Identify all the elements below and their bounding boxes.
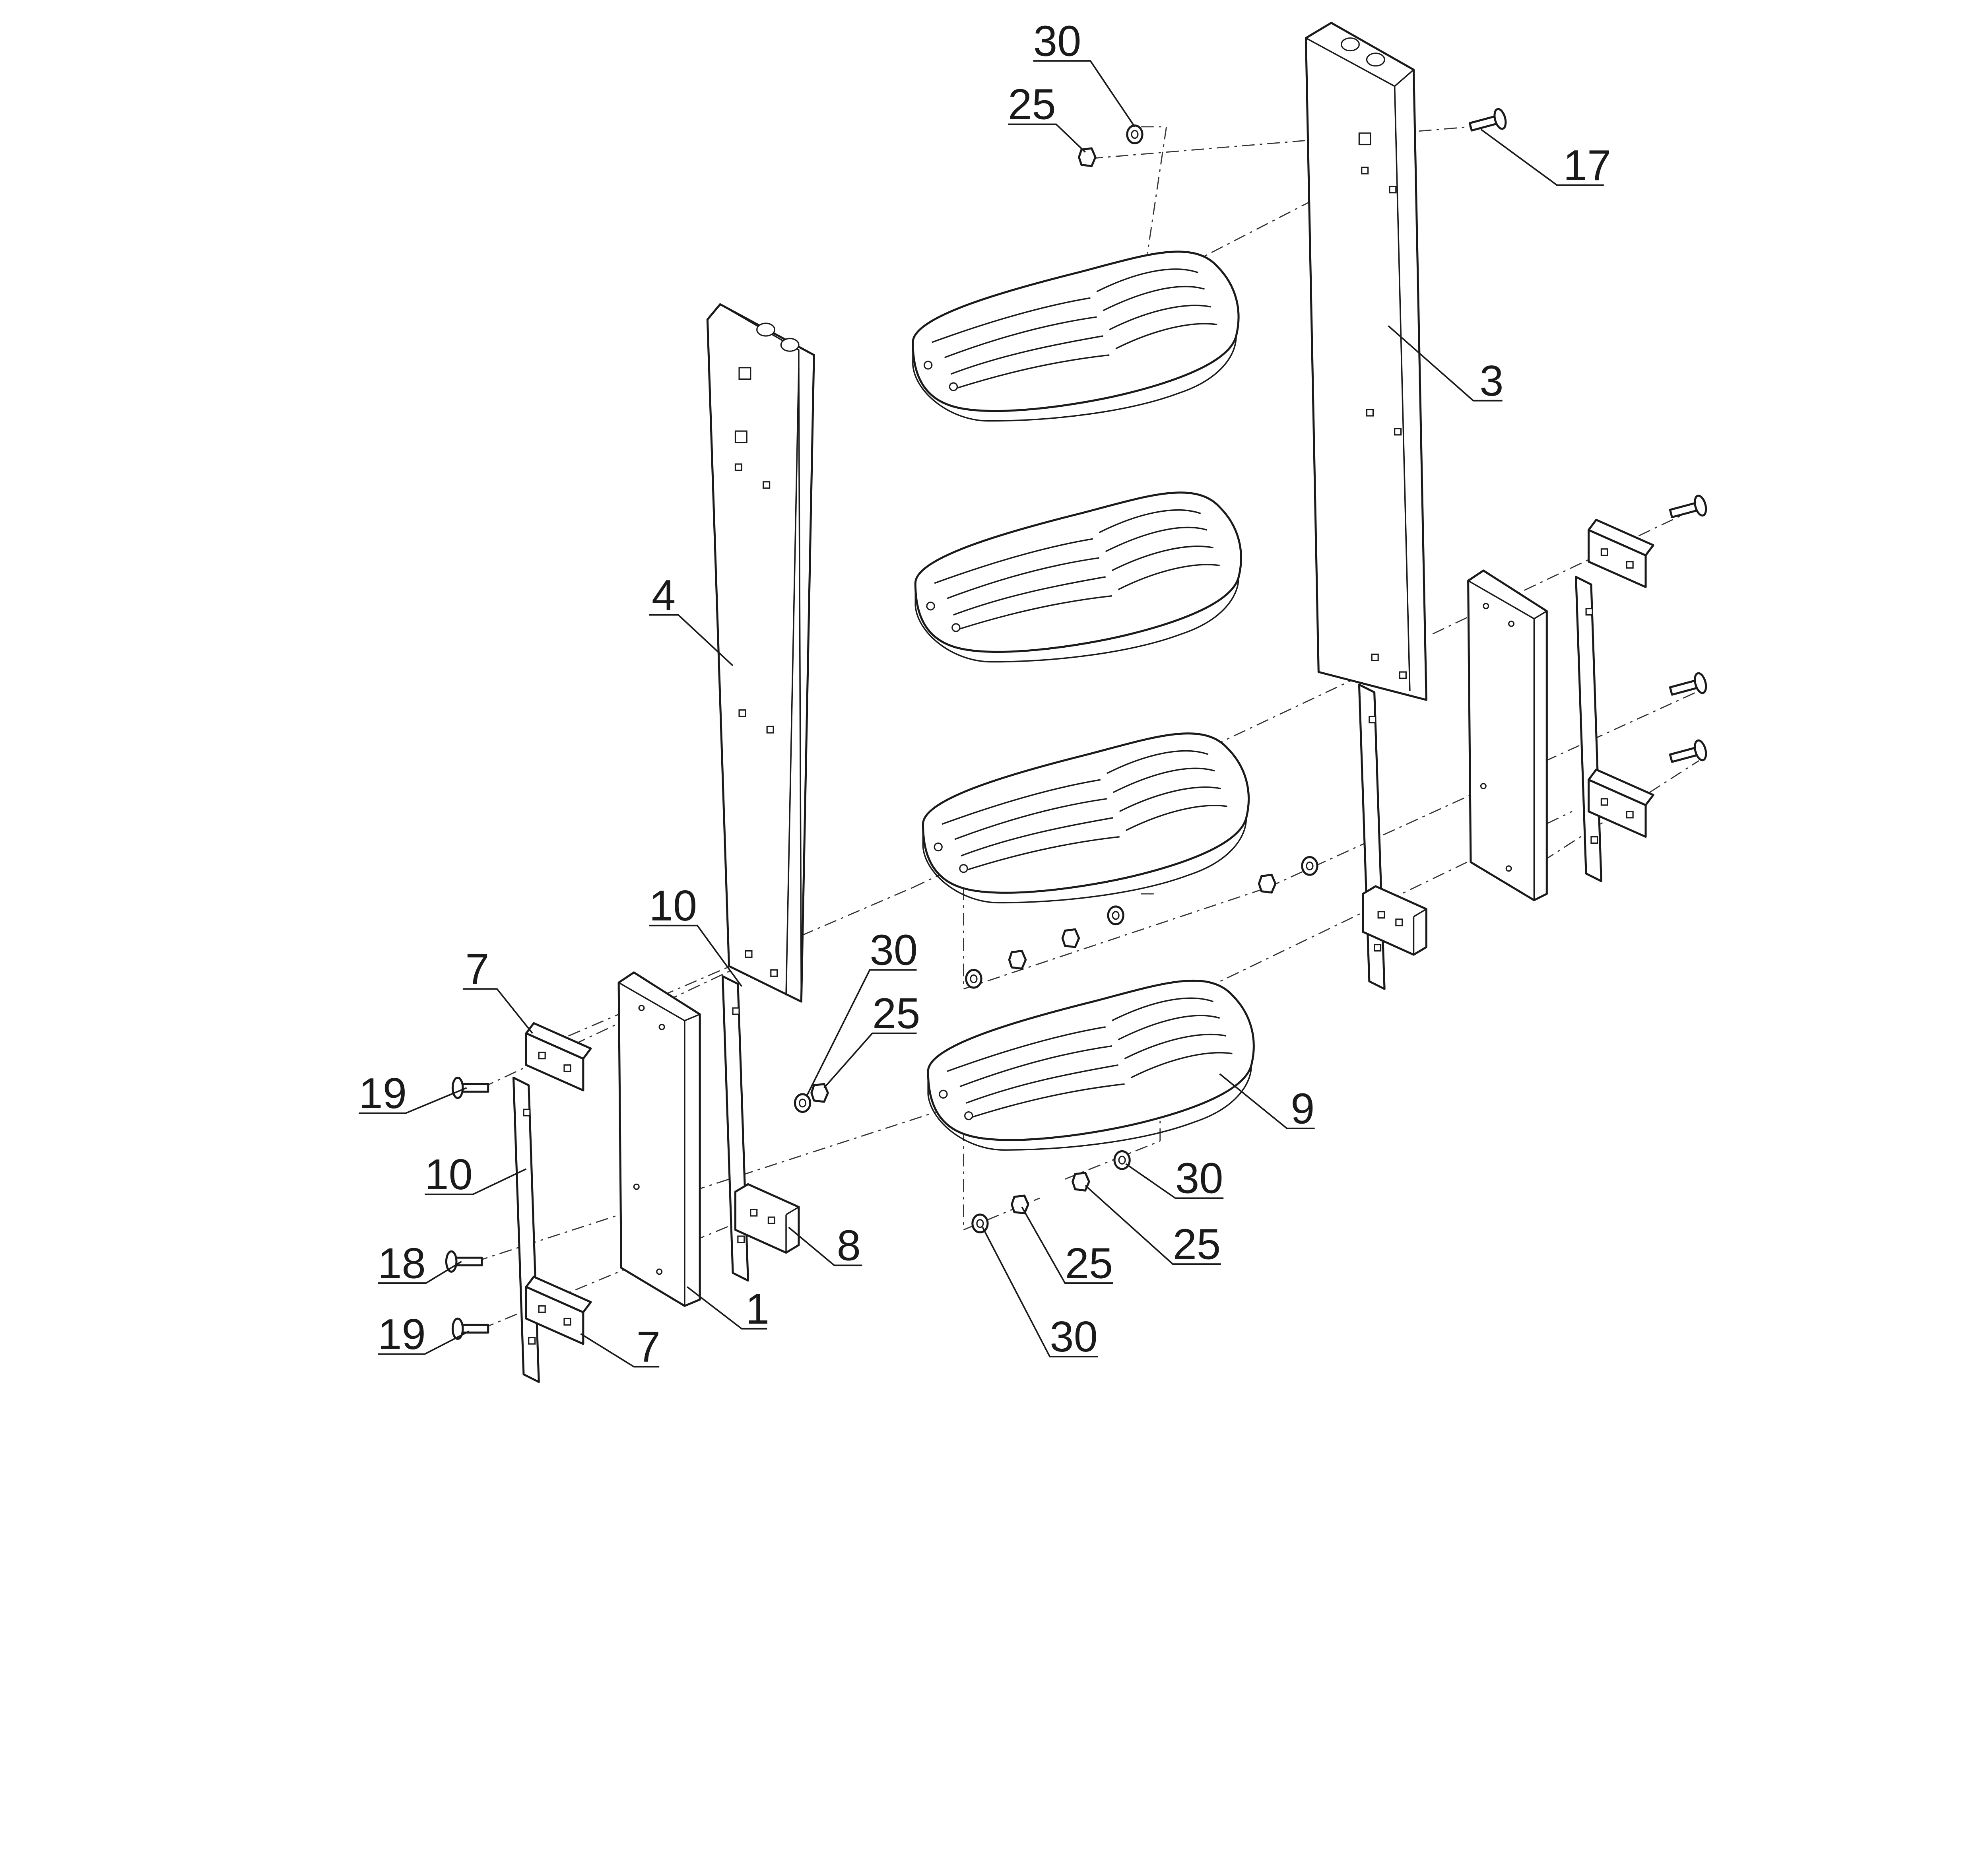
callout-4: 4 bbox=[649, 571, 734, 666]
callout-3: 3 bbox=[1388, 325, 1504, 405]
callout-label: 30 bbox=[1033, 17, 1081, 65]
nut-25 bbox=[1259, 875, 1275, 893]
callout-10-upper: 10 bbox=[649, 881, 742, 987]
nut-25 bbox=[1073, 1173, 1089, 1191]
part-4-left-stringer bbox=[706, 303, 815, 1003]
step-tread-3 bbox=[923, 734, 1248, 903]
callout-25-right: 25 bbox=[1085, 1185, 1221, 1268]
nut-25 bbox=[1079, 148, 1095, 166]
callout-30-right: 30 bbox=[1125, 1154, 1224, 1202]
washer-30 bbox=[1302, 857, 1317, 875]
callout-label: 4 bbox=[652, 571, 676, 619]
callout-25-top: 25 bbox=[1008, 80, 1086, 153]
part-7-bracket-upper bbox=[526, 1023, 591, 1090]
nut-25 bbox=[1009, 951, 1025, 969]
callout-label: 25 bbox=[872, 989, 920, 1037]
callout-label: 18 bbox=[378, 1239, 426, 1287]
callout-label: 19 bbox=[378, 1310, 426, 1358]
washer-30 bbox=[973, 1215, 988, 1233]
callout-label: 30 bbox=[1050, 1312, 1098, 1361]
bolt-right-1 bbox=[1668, 495, 1708, 523]
callout-label: 10 bbox=[649, 881, 697, 930]
nut-25 bbox=[1012, 1196, 1028, 1213]
callout-label: 1 bbox=[746, 1285, 769, 1333]
callout-label: 10 bbox=[425, 1150, 473, 1198]
washer-30 bbox=[795, 1094, 810, 1112]
part-10-strip-right bbox=[1359, 685, 1384, 989]
callout-9: 9 bbox=[1219, 1073, 1315, 1132]
step-tread-2 bbox=[915, 493, 1241, 662]
part-7-bracket-right-upper bbox=[1589, 520, 1654, 587]
callout-label: 30 bbox=[1175, 1154, 1223, 1202]
callout-1: 1 bbox=[687, 1285, 769, 1333]
callout-label: 30 bbox=[870, 926, 918, 974]
callout-label: 3 bbox=[1479, 357, 1503, 405]
callout-7-lower: 7 bbox=[580, 1323, 660, 1371]
callouts: 30 25 17 3 4 10 7 30 25 19 10 18 19 7 1 … bbox=[359, 17, 1611, 1371]
callout-30-mid: 30 bbox=[806, 926, 918, 1097]
callout-7-upper: 7 bbox=[462, 945, 533, 1034]
callout-10-lower: 10 bbox=[425, 1150, 527, 1198]
callout-8: 8 bbox=[788, 1221, 862, 1270]
part-3-right-stringer bbox=[1305, 21, 1427, 701]
callout-label: 19 bbox=[359, 1069, 407, 1117]
part-10-strip-lower bbox=[513, 1078, 539, 1382]
nut-25 bbox=[1062, 929, 1079, 947]
bolt-19-lower bbox=[452, 1318, 488, 1339]
washer-30 bbox=[966, 970, 981, 988]
callout-25-mid: 25 bbox=[823, 989, 920, 1089]
part-9-step-tread bbox=[928, 980, 1254, 1150]
washer-30 bbox=[1108, 907, 1123, 924]
callout-label: 8 bbox=[837, 1221, 861, 1270]
callout-label: 7 bbox=[637, 1323, 660, 1371]
part-10-strip-right-2 bbox=[1576, 577, 1602, 881]
callout-17: 17 bbox=[1480, 128, 1611, 189]
callout-25-bottom: 25 bbox=[1021, 1206, 1113, 1287]
callout-label: 17 bbox=[1563, 141, 1611, 189]
step-tread-1 bbox=[913, 252, 1239, 421]
callout-label: 25 bbox=[1065, 1239, 1113, 1287]
bolt-right-3 bbox=[1668, 739, 1708, 768]
bolt-17 bbox=[1468, 108, 1507, 136]
bolt-19-upper bbox=[452, 1078, 488, 1098]
callout-30-top: 30 bbox=[1033, 17, 1136, 127]
callout-label: 25 bbox=[1173, 1220, 1221, 1268]
exploded-diagram: 30 25 17 3 4 10 7 30 25 19 10 18 19 7 1 … bbox=[359, 17, 1988, 1402]
callout-18: 18 bbox=[378, 1239, 462, 1287]
callout-label: 9 bbox=[1291, 1084, 1314, 1132]
part-1-base-block bbox=[617, 971, 701, 1307]
bolt-18 bbox=[446, 1251, 481, 1272]
washer-30 bbox=[1127, 126, 1142, 144]
callout-label: 7 bbox=[465, 945, 489, 993]
callout-19-upper: 19 bbox=[359, 1069, 467, 1117]
callout-label: 25 bbox=[1008, 80, 1056, 128]
callout-30-bottom: 30 bbox=[982, 1227, 1098, 1361]
washer-30 bbox=[1114, 1151, 1130, 1169]
part-1-base-block-right bbox=[1467, 569, 1548, 901]
callout-19-lower: 19 bbox=[378, 1310, 470, 1358]
